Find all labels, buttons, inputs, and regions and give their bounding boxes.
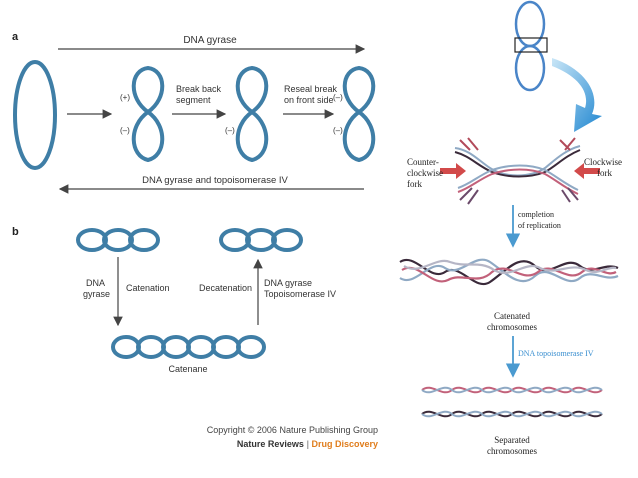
completion-line2: of replication [518, 221, 561, 230]
left-twisted-chain [76, 228, 160, 252]
journal-part2: Drug Discovery [311, 439, 378, 449]
catenane-label: Catenane [168, 364, 207, 374]
catenated-line1: Catenated [494, 311, 530, 321]
journal-line: Nature Reviews | Drug Discovery [237, 439, 378, 449]
supercoil-3 [342, 65, 376, 163]
right-enzyme-line2: Topoisomerase IV [264, 289, 336, 299]
zoom-arrow [552, 58, 602, 132]
right-twisted-chain [219, 228, 303, 252]
catenation-label: Catenation [126, 283, 170, 293]
step2-label-line1: Reseal break [284, 84, 338, 94]
sign-minus-3: (–) [333, 93, 343, 102]
sign-minus-2: (–) [225, 126, 235, 135]
step2-label-line2: on front side [284, 95, 334, 105]
separated-line1: Separated [494, 435, 530, 445]
counter-fork-line2: clockwise [407, 168, 443, 178]
completion-line1: completion [518, 210, 554, 219]
topo-label: DNA topoisomerase IV [518, 349, 594, 358]
decatenation-label: Decatenation [199, 283, 252, 293]
panel-b-letter: b [12, 226, 19, 238]
zoom-box [514, 37, 548, 53]
dividing-chromosome [514, 0, 546, 92]
supercoil-1 [131, 65, 165, 163]
clockwise-fork-line2: fork [597, 168, 612, 178]
journal-part1: Nature Reviews [237, 439, 304, 449]
sign-minus-1: (–) [120, 126, 130, 135]
separated-dna-bottom [421, 410, 603, 418]
replication-bubble [454, 137, 581, 205]
panel-a-letter: a [12, 31, 19, 43]
separated-line2: chromosomes [487, 446, 537, 456]
clockwise-fork-arrow [574, 163, 600, 179]
bottom-arrow-label: DNA gyrase and topoisomerase IV [142, 175, 288, 186]
catenane-chains [111, 335, 266, 359]
step1-label-line2: segment [176, 95, 211, 105]
counter-fork-line3: fork [407, 179, 422, 189]
catenated-line2: chromosomes [487, 322, 537, 332]
top-arrow-label: DNA gyrase [183, 35, 237, 46]
sign-minus-4: (–) [333, 126, 343, 135]
copyright-line: Copyright © 2006 Nature Publishing Group [207, 425, 378, 435]
left-enzyme-line1: DNA [86, 278, 105, 288]
counter-fork-line1: Counter- [407, 157, 439, 167]
right-enzyme-line1: DNA gyrase [264, 278, 312, 288]
journal-separator: | [304, 439, 312, 449]
left-enzyme-line2: gyrase [83, 289, 110, 299]
supercoil-2 [235, 65, 269, 163]
step1-label-line1: Break back [176, 84, 222, 94]
relaxed-circle [13, 60, 57, 170]
counter-fork-arrow [440, 163, 466, 179]
separated-dna-top [421, 386, 603, 394]
sign-plus-1: (+) [120, 93, 130, 102]
clockwise-fork-line1: Clockwise [584, 157, 622, 167]
catenated-dna [399, 258, 619, 286]
